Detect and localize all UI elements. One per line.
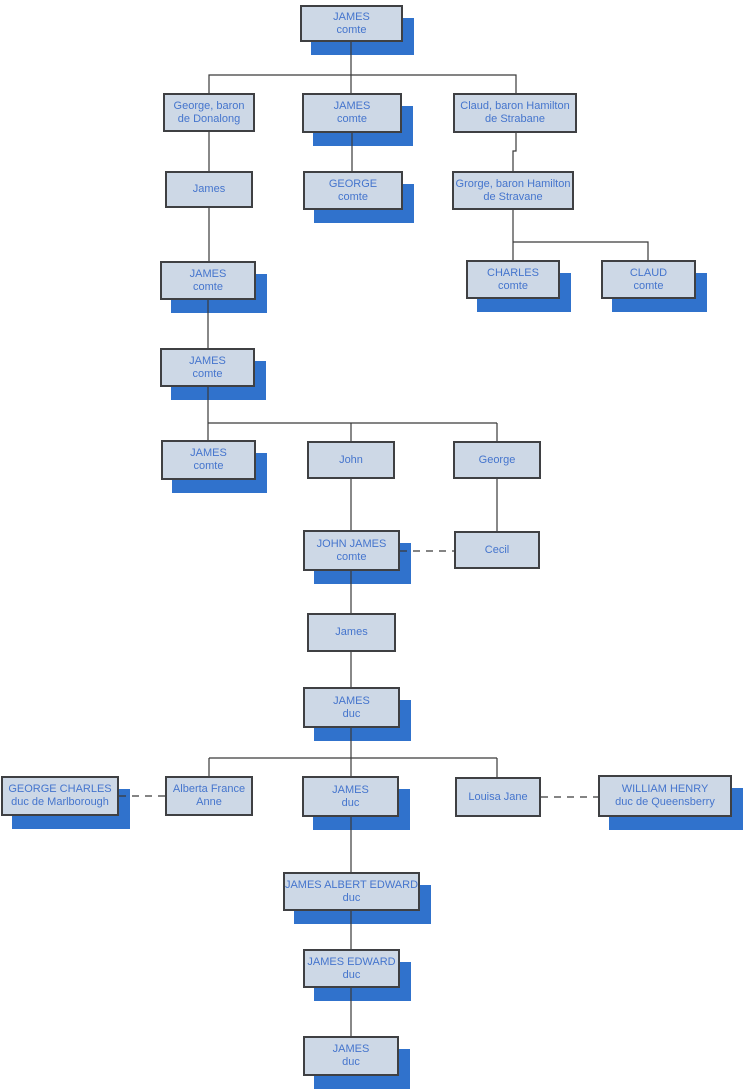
node-james-2[interactable]: James xyxy=(307,613,396,652)
person-label-line: JAMES xyxy=(333,100,371,112)
person-label-line: duc de Marlborough xyxy=(11,796,109,808)
node-louisa-jane[interactable]: Louisa Jane xyxy=(455,777,541,817)
person-label-line: JAMES EDWARD xyxy=(307,955,396,968)
person-label-line: comte xyxy=(338,190,368,203)
person-label-line: comte xyxy=(193,460,224,472)
person-label-line: WILLIAM HENRY xyxy=(621,783,709,795)
person-label-line: Claud, baron Hamilton xyxy=(460,100,570,112)
person-label-line: duc xyxy=(341,796,360,809)
person-label-line: comte xyxy=(192,367,223,380)
person-label-line: JAMES xyxy=(332,1043,370,1055)
person-label-line: comte xyxy=(336,550,367,563)
person-label-line: JAMES xyxy=(189,267,227,280)
person-label-line: JAMES xyxy=(333,694,370,707)
person-label-line: GEORGE CHARLES xyxy=(8,783,112,795)
person-label-line: Cecil xyxy=(484,543,510,556)
descent-connector-line xyxy=(208,74,517,93)
descent-connector-line xyxy=(513,241,649,260)
person-label-line: duc xyxy=(342,1056,360,1068)
person-label-line: JAMES xyxy=(190,447,227,459)
descent-connector-line xyxy=(512,133,517,171)
person-label-line: John xyxy=(339,453,363,466)
person-label-line: de Stravane xyxy=(483,190,543,203)
person-label-line: duc de Queensberry xyxy=(615,796,715,808)
person-label-line: GEORGE xyxy=(328,177,378,190)
person-label-line: CLAUD xyxy=(629,266,668,279)
person-label-line: JOHN JAMES xyxy=(316,537,387,550)
person-label-line: Alberta France xyxy=(172,783,246,795)
person-label-line: JAMES xyxy=(333,10,370,23)
person-label-line: duc xyxy=(342,891,361,904)
person-label-line: comte xyxy=(336,23,367,36)
person-label-line: JAMES xyxy=(189,354,226,367)
person-label-line: Louisa Jane xyxy=(468,790,528,803)
node-cecil[interactable]: Cecil xyxy=(454,531,540,569)
person-label-line: comte xyxy=(337,113,367,125)
person-label-line: James xyxy=(192,183,226,195)
person-label-line: duc xyxy=(342,968,361,981)
node-james-1[interactable]: James xyxy=(165,171,253,208)
person-label-line: comte xyxy=(498,279,528,292)
person-label-line: George xyxy=(478,453,516,466)
person-label-line: comte xyxy=(193,280,223,293)
person-label-line: Grorge, baron Hamilton xyxy=(455,177,571,190)
person-label-line: George, baron xyxy=(173,99,245,112)
person-label-line: James xyxy=(335,626,368,638)
person-label-line: JAMES xyxy=(332,783,369,796)
person-label-line: CHARLES xyxy=(487,266,539,279)
person-label-line: JAMES ALBERT EDWARD xyxy=(284,878,419,891)
person-label-line: Anne xyxy=(196,796,222,808)
node-george-1[interactable]: George xyxy=(453,441,541,479)
person-label-line: comte xyxy=(633,279,664,292)
person-label-line: duc xyxy=(342,707,361,720)
node-john[interactable]: John xyxy=(307,441,395,479)
person-label-line: de Strabane xyxy=(485,113,545,125)
person-label-line: de Donalong xyxy=(177,112,241,125)
